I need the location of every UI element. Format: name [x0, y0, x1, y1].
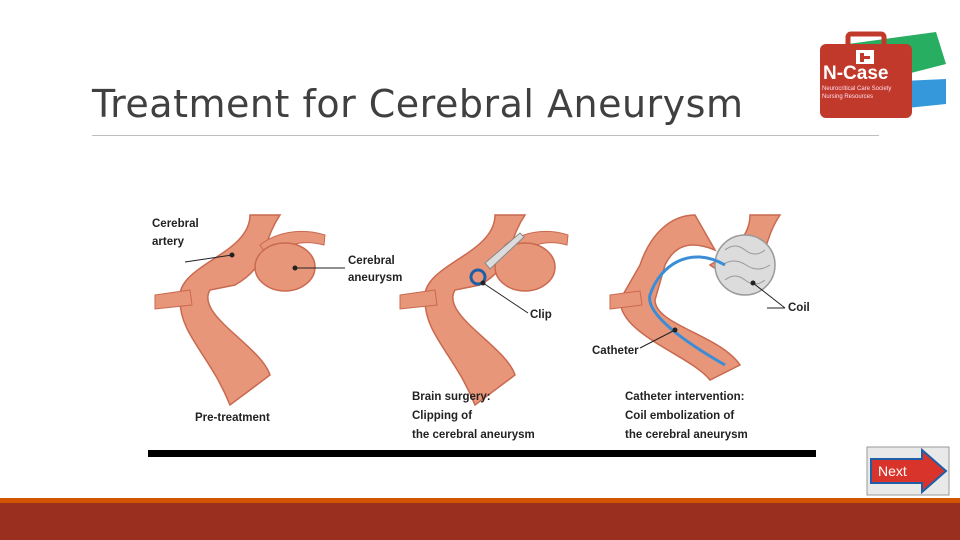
logo-name: N-Case	[823, 63, 889, 84]
label-coil: Coil	[788, 302, 810, 314]
label-clip: Clip	[530, 309, 552, 321]
panel-coil	[609, 214, 786, 381]
label-cerebral-aneurysm-2: aneurysm	[348, 272, 403, 284]
slide-title: Treatment for Cerebral Aneurysm	[92, 82, 744, 126]
caption-coil-3: the cerebral aneurysm	[625, 429, 748, 441]
title-divider	[92, 135, 879, 136]
caption-clipping-1: Brain surgery:	[412, 391, 491, 403]
caption-clipping-2: Clipping of	[412, 410, 473, 422]
diagram-baseline	[148, 450, 816, 457]
logo-tagline-2: Nursing Resources	[822, 94, 874, 100]
label-catheter: Catheter	[592, 345, 639, 357]
label-cerebral-artery-1: Cerebral	[152, 218, 199, 230]
footer-accent-line	[0, 498, 960, 503]
panel-clipping	[399, 214, 569, 407]
footer-bar	[0, 498, 960, 540]
next-button[interactable]	[866, 446, 950, 496]
caption-pretreatment: Pre-treatment	[195, 412, 270, 424]
label-cerebral-aneurysm-1: Cerebral	[348, 255, 395, 267]
aneurysm-treatment-diagram	[154, 214, 786, 407]
caption-coil-1: Catheter intervention:	[625, 391, 745, 403]
panel-pretreatment	[154, 214, 345, 407]
logo-tagline-1: Neurocritical Care Society	[822, 86, 892, 92]
n-case-logo	[820, 31, 946, 118]
caption-clipping-3: the cerebral aneurysm	[412, 429, 535, 441]
caption-coil-2: Coil embolization of	[625, 410, 735, 422]
label-cerebral-artery-2: artery	[152, 236, 184, 248]
next-button-label[interactable]: Next	[878, 463, 907, 479]
